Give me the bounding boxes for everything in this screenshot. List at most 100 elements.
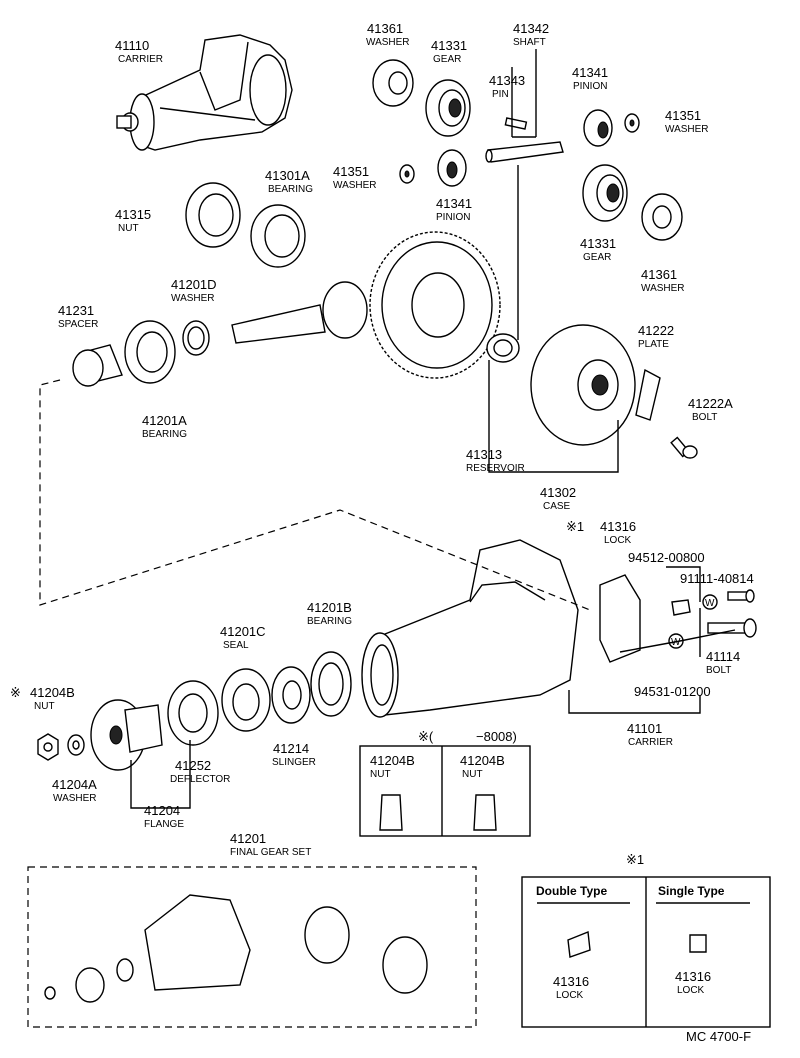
label-41204a: 41204A WASHER	[52, 777, 97, 804]
label-41315: 41315 NUT	[115, 207, 151, 234]
drawing-plate-41222	[635, 368, 661, 421]
svg-text:WASHER: WASHER	[665, 124, 709, 135]
label-41222a: 41222A BOLT	[688, 396, 733, 423]
svg-text:41101: 41101	[627, 721, 662, 736]
drawing-gear-41331b	[582, 164, 628, 222]
svg-text:WASHER: WASHER	[641, 283, 685, 294]
svg-text:BOLT: BOLT	[706, 665, 731, 676]
svg-text:WASHER: WASHER	[53, 793, 97, 804]
svg-text:NUT: NUT	[370, 769, 391, 780]
label-41201: 41201 FINAL GEAR SET	[230, 831, 311, 858]
label-41316: ※1 41316 LOCK	[566, 519, 636, 546]
footer-code: MC 4700-F	[686, 1029, 751, 1044]
svg-text:41315: 41315	[115, 207, 151, 222]
svg-text:41361: 41361	[641, 267, 677, 282]
svg-text:41222A: 41222A	[688, 396, 733, 411]
nut-variant-right-label: 41204B NUT	[460, 753, 505, 780]
label-41201d: 41201D WASHER	[171, 277, 217, 304]
svg-text:41331: 41331	[580, 236, 616, 251]
svg-text:Single Type: Single Type	[658, 884, 725, 898]
svg-text:WASHER: WASHER	[171, 293, 215, 304]
drawing-spacer-41231	[72, 344, 123, 387]
drawing-slinger-41214	[271, 666, 311, 724]
label-41214: 41214 SLINGER	[272, 741, 316, 768]
svg-text:NUT: NUT	[34, 701, 55, 712]
svg-text:GEAR: GEAR	[583, 252, 611, 263]
drawing-deflector-41252	[167, 680, 219, 746]
drawing-pinion-41341a	[583, 109, 613, 147]
svg-text:41252: 41252	[175, 758, 211, 773]
label-41331b: 41331 GEAR	[580, 236, 616, 263]
drawing-carrier-41110	[116, 34, 293, 151]
svg-text:SPACER: SPACER	[58, 319, 98, 330]
svg-text:BEARING: BEARING	[142, 429, 187, 440]
svg-text:41316: 41316	[553, 974, 589, 989]
svg-text:41201: 41201	[230, 831, 266, 846]
label-41114: 41114 BOLT	[706, 649, 740, 676]
svg-text:WASHER: WASHER	[333, 180, 377, 191]
svg-text:LOCK: LOCK	[677, 985, 705, 996]
drawing-pin-41343	[504, 117, 528, 130]
label-41343: 41343 PIN	[489, 73, 525, 100]
svg-text:GEAR: GEAR	[433, 54, 461, 65]
svg-text:41114: 41114	[706, 649, 740, 664]
drawing-washer-41204a	[67, 734, 85, 756]
svg-text:41313: 41313	[466, 447, 502, 462]
svg-text:41341: 41341	[436, 196, 472, 211]
svg-text:41201C: 41201C	[220, 624, 266, 639]
svg-text:41343: 41343	[489, 73, 525, 88]
label-41252: 41252 DEFLECTOR	[170, 758, 230, 785]
label-41331a: 41331 GEAR	[431, 38, 467, 65]
svg-text:−8008): −8008)	[476, 729, 517, 744]
svg-text:MC 4700-F: MC 4700-F	[686, 1029, 751, 1044]
svg-text:41316: 41316	[600, 519, 636, 534]
svg-text:41214: 41214	[273, 741, 309, 756]
svg-text:41204A: 41204A	[52, 777, 97, 792]
svg-text:WASHER: WASHER	[366, 37, 410, 48]
svg-text:PINION: PINION	[573, 81, 607, 92]
label-41301a: 41301A BEARING	[265, 168, 313, 195]
svg-text:41351: 41351	[333, 164, 369, 179]
drawing-bearing-41201a	[124, 320, 176, 384]
svg-text:PIN: PIN	[492, 89, 509, 100]
svg-text:94512-00800: 94512-00800	[628, 550, 705, 565]
label-41204: 41204 FLANGE	[144, 803, 184, 830]
svg-text:94531-01200: 94531-01200	[634, 684, 711, 699]
label-41201b: 41201B BEARING	[307, 600, 352, 627]
svg-text:PINION: PINION	[436, 212, 470, 223]
svg-text:CARRIER: CARRIER	[628, 737, 673, 748]
svg-text:※: ※	[10, 685, 21, 700]
label-41361b: 41361 WASHER	[641, 267, 685, 294]
label-41341a: 41341 PINION	[572, 65, 608, 92]
drawing-bearing-41201b	[310, 651, 352, 717]
drawing-lock-41316	[671, 599, 691, 616]
label-41201c: 41201C SEAL	[220, 624, 266, 651]
svg-text:41302: 41302	[540, 485, 576, 500]
svg-text:※1: ※1	[626, 852, 644, 867]
svg-text:41361: 41361	[367, 21, 403, 36]
svg-text:W: W	[671, 637, 681, 648]
lock-types-box	[521, 876, 771, 1028]
svg-text:41201B: 41201B	[307, 600, 352, 615]
svg-text:W: W	[705, 598, 715, 609]
nut-variants-header: ※( −8008)	[418, 729, 517, 744]
label-41313: 41313 RESERVOIR	[466, 447, 525, 474]
svg-text:91111-40814: 91111-40814	[680, 571, 754, 586]
svg-text:LOCK: LOCK	[604, 535, 632, 546]
drawing-seal-41201c	[221, 668, 271, 732]
label-41110: 41110 CARRIER	[115, 38, 163, 65]
svg-text:※1: ※1	[566, 519, 584, 534]
drawing-bolt-91111	[727, 589, 755, 603]
svg-text:SEAL: SEAL	[223, 640, 249, 651]
svg-text:DEFLECTOR: DEFLECTOR	[170, 774, 230, 785]
svg-text:41201A: 41201A	[142, 413, 187, 428]
lock-type-single: Single Type 41316 LOCK	[658, 884, 725, 996]
svg-text:41222: 41222	[638, 323, 674, 338]
svg-text:NUT: NUT	[118, 223, 139, 234]
label-41302: 41302 CASE	[540, 485, 576, 512]
label-41341b: 41341 PINION	[436, 196, 472, 223]
svg-text:41342: 41342	[513, 21, 549, 36]
svg-text:BOLT: BOLT	[692, 412, 717, 423]
svg-text:41316: 41316	[675, 969, 711, 984]
final-gear-set-box	[27, 866, 477, 1028]
